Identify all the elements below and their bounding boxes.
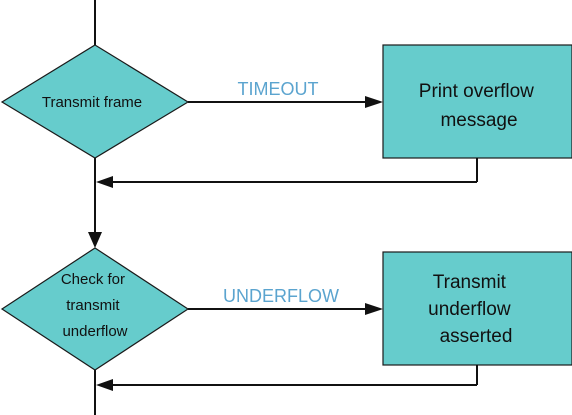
decision-check-transmit-underflow-label: Check for transmit underflow bbox=[61, 271, 129, 340]
underflow-edge-arrowhead bbox=[365, 303, 383, 315]
action-transmit-underflow-asserted-label: Transmit underflow asserted bbox=[428, 272, 516, 347]
action-print-overflow-message-label: Print overflow message bbox=[419, 81, 539, 131]
underflow-edge-label: UNDERFLOW bbox=[223, 286, 339, 306]
decision-transmit-frame-label: Transmit frame bbox=[42, 94, 142, 111]
return-edge-1-arrowhead bbox=[96, 176, 113, 188]
action-print-overflow-message bbox=[382, 44, 572, 159]
return-edge-2-arrowhead bbox=[96, 379, 113, 391]
decision-transmit-frame bbox=[0, 44, 190, 159]
arrow-into-decision-2 bbox=[88, 232, 102, 248]
timeout-edge-arrowhead bbox=[365, 96, 383, 108]
decision-check-transmit-underflow bbox=[0, 247, 190, 371]
timeout-edge-label: TIMEOUT bbox=[238, 79, 319, 99]
